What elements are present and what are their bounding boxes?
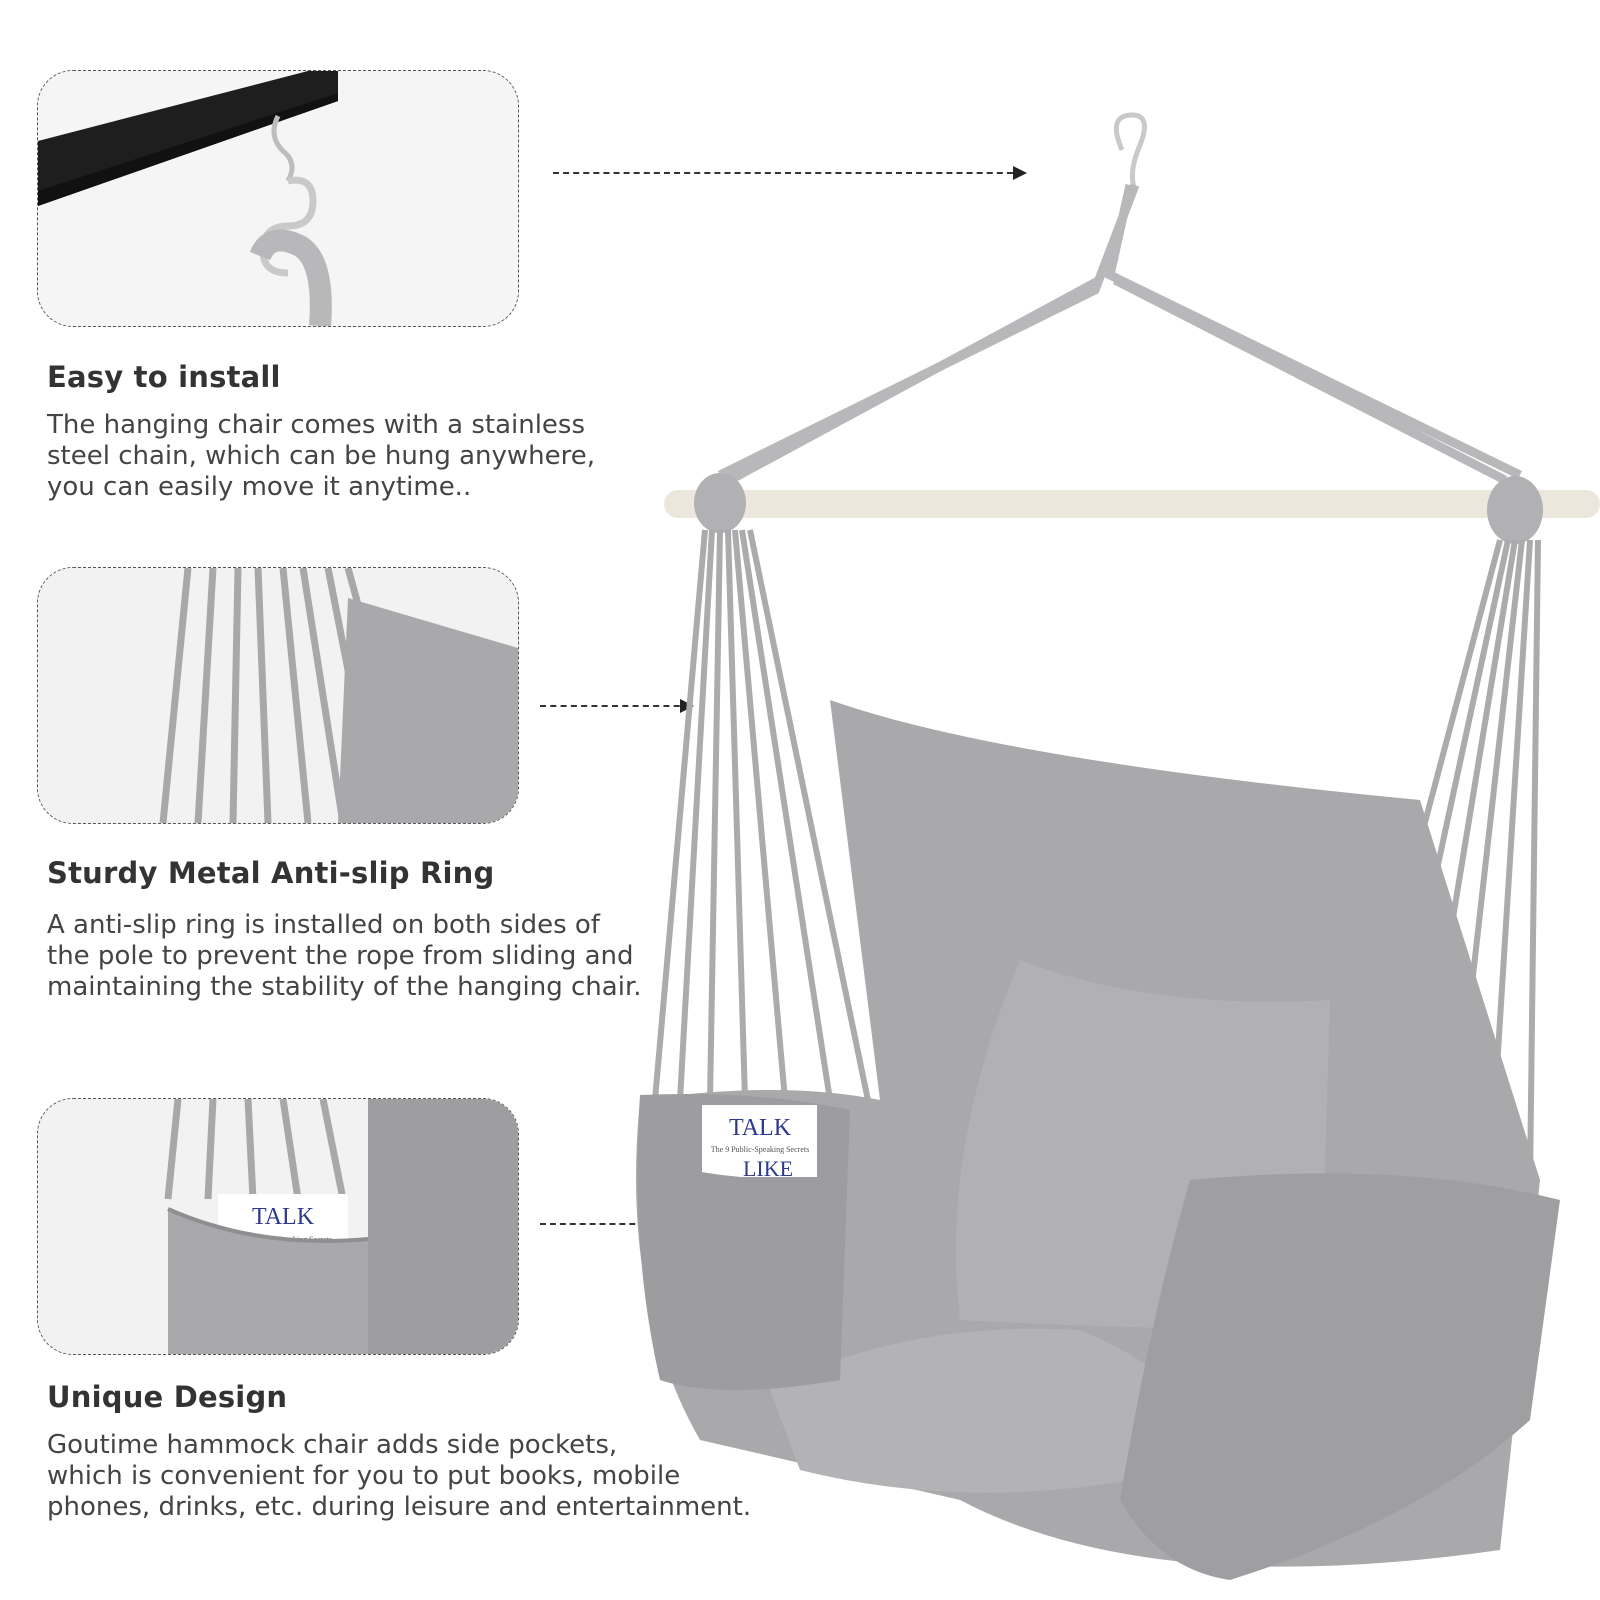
callout-hook-detail [37,70,519,327]
feature-title-design: Unique Design [47,1380,288,1414]
callout-ring-detail [37,567,519,824]
anti-slip-ring-right [1487,476,1543,544]
feature-title-ring: Sturdy Metal Anti-slip Ring [47,856,495,890]
seat-cushion [770,1328,1220,1493]
main-book-subtitle: The 9 Public-Speaking Secrets [711,1145,809,1154]
chain-link-icon [271,114,295,183]
hammock-chair-image: TALK The 9 Public-Speaking Secrets LIKE [636,112,1600,1580]
hook-detail-image [38,71,518,326]
dashed-arrow-icon [553,166,1027,180]
feature-title-install: Easy to install [47,360,281,394]
s-hook-icon [259,176,317,277]
ring-detail-image [38,568,518,823]
feature-desc-install: The hanging chair comes with a stainless… [47,410,596,502]
top-hook-icon [1113,112,1147,191]
book-title-top: TALK [252,1204,315,1230]
main-book-title-top: TALK [729,1115,792,1141]
feature-desc-ring: A anti-slip ring is installed on both si… [47,910,642,1002]
spreader-pole [664,490,1600,518]
callout-pocket-detail: TALK The 9 Public-Speaking Secrets LIKE [37,1098,519,1355]
feature-desc-design: Goutime hammock chair adds side pockets,… [47,1430,752,1522]
book-in-pocket-icon [702,1105,817,1177]
main-book-title-bottom: LIKE [743,1156,793,1181]
anti-slip-ring-left [694,473,746,533]
pocket-detail-image: TALK The 9 Public-Speaking Secrets LIKE [38,1099,518,1354]
